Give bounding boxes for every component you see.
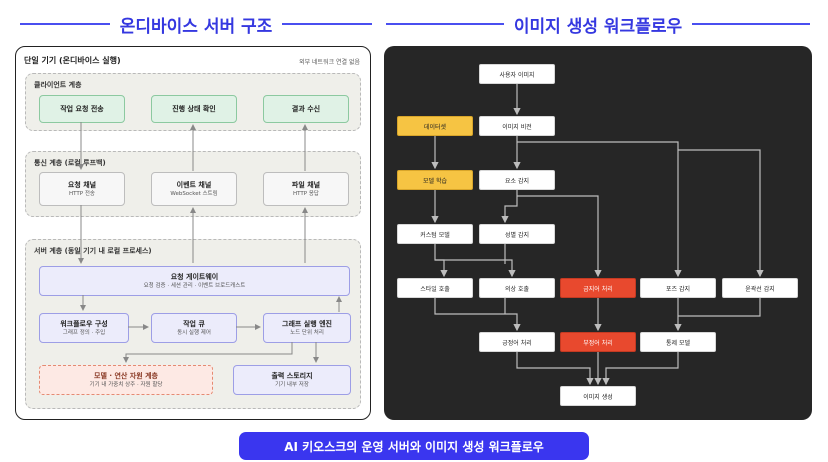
footer-banner: AI 키오스크의 운영 서버와 이미지 생성 워크플로우 xyxy=(239,432,589,460)
box-title: 출력 스토리지 xyxy=(271,371,313,380)
layer-title: 통신 계층 (로컬 루프백) xyxy=(34,159,106,167)
right-section-title: 이미지 생성 워크플로우 xyxy=(513,16,683,37)
node-negative-prompt: 부정어 처리 xyxy=(560,332,636,352)
box-subtitle: 그래프 정의 · 주입 xyxy=(62,329,106,336)
box-subtitle: HTTP 전송 xyxy=(69,190,95,197)
graph-execution-engine: 그래프 실행 엔진 노드 단위 처리 xyxy=(263,313,351,343)
workflow-composition: 워크플로우 구성 그래프 정의 · 주입 xyxy=(39,313,129,343)
header-rule-right xyxy=(282,23,373,25)
header-rule-right xyxy=(692,23,810,25)
panel-title: 단일 기기 (온디바이스 실행) xyxy=(24,56,121,65)
arrow-engine-to-resources xyxy=(123,342,293,363)
node-contour-detection: 윤곽선 감지 xyxy=(722,278,798,298)
edge-contour-to-control xyxy=(678,298,761,317)
right-section-header: 이미지 생성 워크플로우 xyxy=(386,12,810,37)
box-label: 작업 요청 전송 xyxy=(60,105,104,113)
node-user-image: 사용자 이미지 xyxy=(479,64,555,84)
node-image-vision: 이미지 비전 xyxy=(479,116,555,136)
edge-vision-to-pose xyxy=(517,141,682,278)
box-subtitle: WebSocket 스트림 xyxy=(170,190,218,197)
job-queue: 작업 큐 동시 실행 제어 xyxy=(151,313,237,343)
box-subtitle: 기기 내부 저장 xyxy=(275,381,309,388)
node-gender-detection: 성별 감지 xyxy=(479,224,555,244)
node-dataset: 데이터셋 xyxy=(397,116,473,136)
node-image-generation: 이미지 생성 xyxy=(560,386,636,406)
box-subtitle: 노드 단위 처리 xyxy=(290,329,324,336)
client-box-result: 결과 수신 xyxy=(263,95,349,123)
panel-note: 외부 네트워크 연결 없음 xyxy=(299,59,360,66)
client-layer: 클라이언트 계층 작업 요청 전송 진행 상태 확인 결과 수신 xyxy=(25,73,361,131)
box-title: 모델 · 연산 자원 계층 xyxy=(94,371,158,380)
workflow-panel: 사용자 이미지 데이터셋 이미지 비전 모델 학습 요소 감지 커스텀 모델 성… xyxy=(384,46,812,420)
workflow-connectors xyxy=(431,84,764,386)
request-gateway: 요청 게이트웨이 요청 검증 · 세션 관리 · 이벤트 브로드캐스트 xyxy=(39,266,350,296)
node-positive-prompt: 긍정어 처리 xyxy=(479,332,555,352)
event-channel: 이벤트 채널 WebSocket 스트림 xyxy=(151,172,237,206)
box-label: 결과 수신 xyxy=(291,105,321,113)
box-label: 진행 상태 확인 xyxy=(172,105,216,113)
box-title: 요청 게이트웨이 xyxy=(170,272,219,281)
edge-vision-to-contour xyxy=(678,149,764,278)
node-pose-detection: 포즈 감지 xyxy=(640,278,716,298)
edge-style-to-positive xyxy=(434,298,521,332)
node-model-training: 모델 학습 xyxy=(397,170,473,190)
node-control-model: 통제 모델 xyxy=(640,332,716,352)
footer-title: AI 키오스크의 운영 서버와 이미지 생성 워크플로우 xyxy=(284,439,544,454)
box-subtitle: 동시 실행 제어 xyxy=(177,329,211,336)
left-panel-connectors xyxy=(78,122,342,363)
node-forbidden-words: 금지어 처리 xyxy=(560,278,636,298)
box-title: 파일 채널 xyxy=(291,180,321,189)
left-section-header: 온디바이스 서버 구조 xyxy=(20,12,373,37)
box-title: 워크플로우 구성 xyxy=(60,319,108,328)
edge-element-to-forbidden xyxy=(517,195,602,278)
edge-custom-to-clothing xyxy=(435,259,516,278)
layer-title: 서버 계층 (동일 기기 내 로컬 프로세스) xyxy=(34,247,152,255)
layer-title: 클라이언트 계층 xyxy=(34,81,82,89)
box-title: 그래프 실행 엔진 xyxy=(282,319,332,328)
model-compute-resource-layer: 모델 · 연산 자원 계층 기기 내 가중치 상주 · 자원 할당 xyxy=(39,365,213,395)
node-custom-model: 커스텀 모델 xyxy=(397,224,473,244)
box-title: 작업 큐 xyxy=(183,319,205,328)
edge-element-to-gender xyxy=(501,190,518,224)
client-box-request: 작업 요청 전송 xyxy=(39,95,125,123)
node-clothing-call: 의상 호출 xyxy=(479,278,555,298)
box-subtitle: 기기 내 가중치 상주 · 자원 할당 xyxy=(89,381,163,388)
box-subtitle: HTTP 응답 xyxy=(293,190,319,197)
request-channel: 요청 채널 HTTP 전송 xyxy=(39,172,125,206)
file-channel: 파일 채널 HTTP 응답 xyxy=(263,172,349,206)
box-title: 이벤트 채널 xyxy=(176,180,212,189)
node-style-call: 스타일 호출 xyxy=(397,278,473,298)
client-box-progress: 진행 상태 확인 xyxy=(151,95,237,123)
server-architecture-panel: 단일 기기 (온디바이스 실행) 외부 네트워크 연결 없음 클라이언트 계층 … xyxy=(15,46,371,420)
header-rule-left xyxy=(20,23,110,25)
server-layer: 서버 계층 (동일 기기 내 로컬 프로세스) 요청 게이트웨이 요청 검증 ·… xyxy=(25,239,361,409)
box-subtitle: 요청 검증 · 세션 관리 · 이벤트 브로드캐스트 xyxy=(143,282,246,289)
left-section-title: 온디바이스 서버 구조 xyxy=(119,16,273,37)
header-rule-left xyxy=(386,23,504,25)
edge-positive-to-generate xyxy=(516,352,594,386)
output-storage: 출력 스토리지 기기 내부 저장 xyxy=(233,365,351,395)
node-element-detection: 요소 감지 xyxy=(479,170,555,190)
edge-control-to-generate xyxy=(602,352,679,386)
box-title: 요청 채널 xyxy=(67,180,97,189)
